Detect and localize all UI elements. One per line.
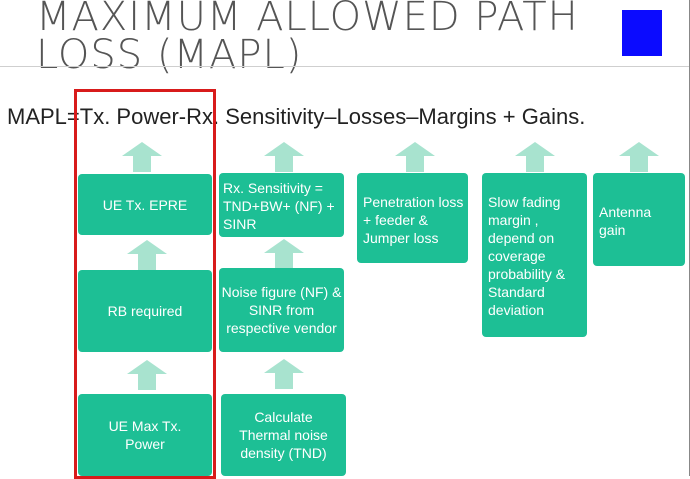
penetration-loss-box: Penetration loss + feeder & Jumper loss (357, 173, 468, 263)
up-arrow-icon (122, 142, 162, 172)
highlight-rectangle (74, 89, 216, 479)
antenna-gain-label: Antenna gain (599, 204, 652, 238)
ue-max-tx-power-label: UE Max Tx. Power (108, 418, 182, 452)
title-line-1: MAXIMUM ALLOWED PATH (36, 0, 579, 40)
slow-fading-label: Slow fading margin , depend on coverage … (488, 194, 566, 318)
slide-title: MAXIMUM ALLOWED PATH LOSS (MAPL) (36, 0, 626, 78)
rx-sensitivity-label: Rx. Sensitivity = TND+BW+ (NF) + SINR (223, 180, 335, 232)
mapl-formula: MAPL=Tx. Power-Rx. Sensitivity–Losses–Ma… (7, 104, 586, 129)
up-arrow-icon (127, 240, 167, 270)
ue-tx-epre-box: UE Tx. EPRE (78, 174, 212, 235)
blue-corner-shape (622, 10, 662, 56)
penetration-loss-label: Penetration loss + feeder & Jumper loss (363, 194, 464, 246)
up-arrow-icon (395, 142, 435, 172)
title-line-2: LOSS (MAPL) (36, 32, 303, 78)
thermal-noise-box: Calculate Thermal noise density (TND) (221, 394, 346, 476)
rb-required-box: RB required (78, 270, 212, 352)
up-arrow-icon (264, 359, 304, 389)
noise-figure-label: Noise figure (NF) & SINR from respective… (221, 284, 342, 336)
thermal-noise-label: Calculate Thermal noise density (TND) (239, 409, 328, 461)
antenna-gain-box: Antenna gain (593, 173, 685, 266)
up-arrow-icon (515, 142, 555, 172)
up-arrow-icon (264, 239, 304, 269)
ue-tx-epre-label: UE Tx. EPRE (102, 196, 188, 213)
up-arrow-icon (127, 360, 167, 390)
rb-required-label: RB required (107, 303, 183, 319)
ue-max-tx-power-box: UE Max Tx. Power (78, 394, 212, 476)
header-divider (0, 66, 690, 67)
up-arrow-icon (619, 142, 659, 172)
up-arrow-icon (264, 142, 304, 172)
slow-fading-box: Slow fading margin , depend on coverage … (482, 173, 587, 337)
noise-figure-box: Noise figure (NF) & SINR from respective… (219, 268, 344, 352)
rx-sensitivity-box: Rx. Sensitivity = TND+BW+ (NF) + SINR (219, 173, 344, 237)
